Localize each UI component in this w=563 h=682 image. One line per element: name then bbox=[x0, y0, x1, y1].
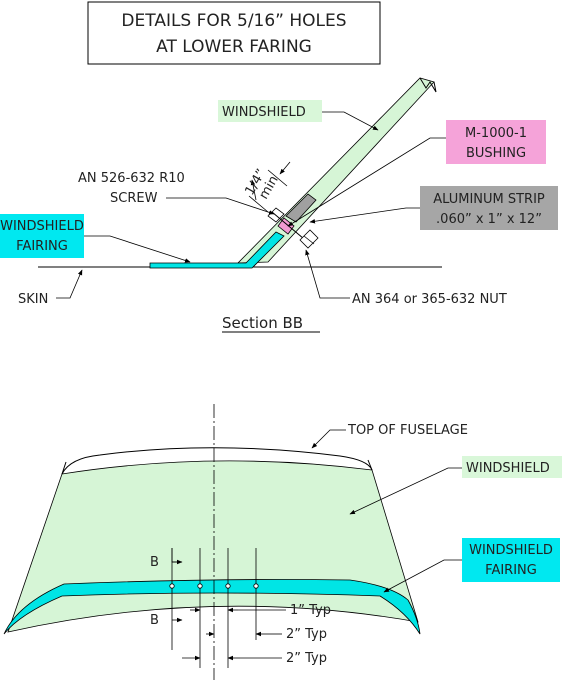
section-mark-top: B bbox=[150, 555, 159, 570]
front-windshield-leader bbox=[349, 467, 462, 515]
section-bb-view: 1/4” min WINDSHIELD M-1000-1 BUSHING AN … bbox=[0, 77, 558, 333]
strip-leader bbox=[309, 207, 420, 224]
bushing-leader bbox=[287, 137, 446, 227]
fairing-label-bg bbox=[0, 214, 84, 258]
front-fairing-band bbox=[3, 579, 421, 635]
screw-label-line-1: AN 526-632 R10 bbox=[78, 171, 185, 186]
skin-leader bbox=[56, 269, 83, 299]
fairing-label-line-2: FAIRING bbox=[16, 239, 68, 254]
fairing-profile bbox=[149, 231, 285, 269]
front-windshield-label-bg bbox=[462, 456, 562, 478]
min-ext-1 bbox=[248, 195, 269, 213]
front-windshield bbox=[7, 460, 419, 633]
front-view: B B 1” Typ 2” Typ 2” Typ TOP OF FUSELAGE… bbox=[3, 404, 562, 680]
strip-label-bg bbox=[420, 186, 558, 230]
nut-thread bbox=[303, 235, 315, 245]
min-arrow-1 bbox=[250, 179, 257, 201]
min-ext-2 bbox=[267, 169, 288, 187]
windshield-break bbox=[419, 77, 437, 93]
bushing-label-bg bbox=[446, 120, 546, 164]
top-of-fuselage-label: TOP OF FUSELAGE bbox=[347, 423, 468, 438]
min-arrow-2 bbox=[279, 161, 291, 175]
windshield-leader bbox=[322, 111, 379, 131]
strip-label-line-2: .060” x 1” x 12” bbox=[436, 212, 542, 227]
screw-leader bbox=[166, 197, 275, 215]
front-windshield-label: WINDSHIELD bbox=[466, 461, 550, 476]
top-of-fuselage-arc bbox=[61, 447, 373, 475]
title-line-2: AT LOWER FARING bbox=[156, 37, 312, 57]
fuselage-right bbox=[367, 459, 373, 471]
strip-label-line-1: ALUMINUM STRIP bbox=[433, 192, 545, 207]
bushing-label-line-2: BUSHING bbox=[466, 146, 526, 161]
section-caption: Section BB bbox=[222, 314, 303, 332]
bushing-label-line-1: M-1000-1 bbox=[465, 126, 527, 141]
windshield-label-bg bbox=[218, 100, 322, 122]
screw-label-line-2: SCREW bbox=[110, 191, 158, 206]
aluminum-strip bbox=[285, 193, 317, 223]
front-fairing-label-line-1: WINDSHIELD bbox=[469, 543, 553, 558]
dim1-label: 1” Typ bbox=[290, 603, 331, 618]
nut bbox=[299, 229, 319, 249]
fairing-label-line-1: WINDSHIELD bbox=[0, 219, 84, 234]
section-mark-bottom: B bbox=[150, 613, 159, 628]
dim3-label: 2” Typ bbox=[286, 651, 327, 666]
dim2-label: 2” Typ bbox=[286, 627, 327, 642]
front-fairing-label-bg bbox=[462, 538, 560, 582]
skin-label: SKIN bbox=[18, 292, 48, 307]
windshield-label: WINDSHIELD bbox=[222, 105, 306, 120]
front-fairing-leader bbox=[383, 559, 462, 593]
nut-label: AN 364 or 365-632 NUT bbox=[352, 292, 507, 307]
hole-marker bbox=[225, 583, 231, 589]
hole-marker bbox=[253, 583, 259, 589]
front-fairing-label-line-2: FAIRING bbox=[485, 563, 537, 578]
hole-marker bbox=[197, 583, 203, 589]
fairing-leader bbox=[84, 235, 191, 263]
hole-marker bbox=[169, 583, 175, 589]
top-of-fuselage-leader bbox=[311, 429, 346, 449]
title-line-1: DETAILS FOR 5/16” HOLES bbox=[121, 11, 346, 31]
fuselage-left bbox=[61, 461, 67, 475]
title-box: DETAILS FOR 5/16” HOLES AT LOWER FARING bbox=[87, 1, 381, 65]
nut-leader bbox=[305, 249, 350, 299]
